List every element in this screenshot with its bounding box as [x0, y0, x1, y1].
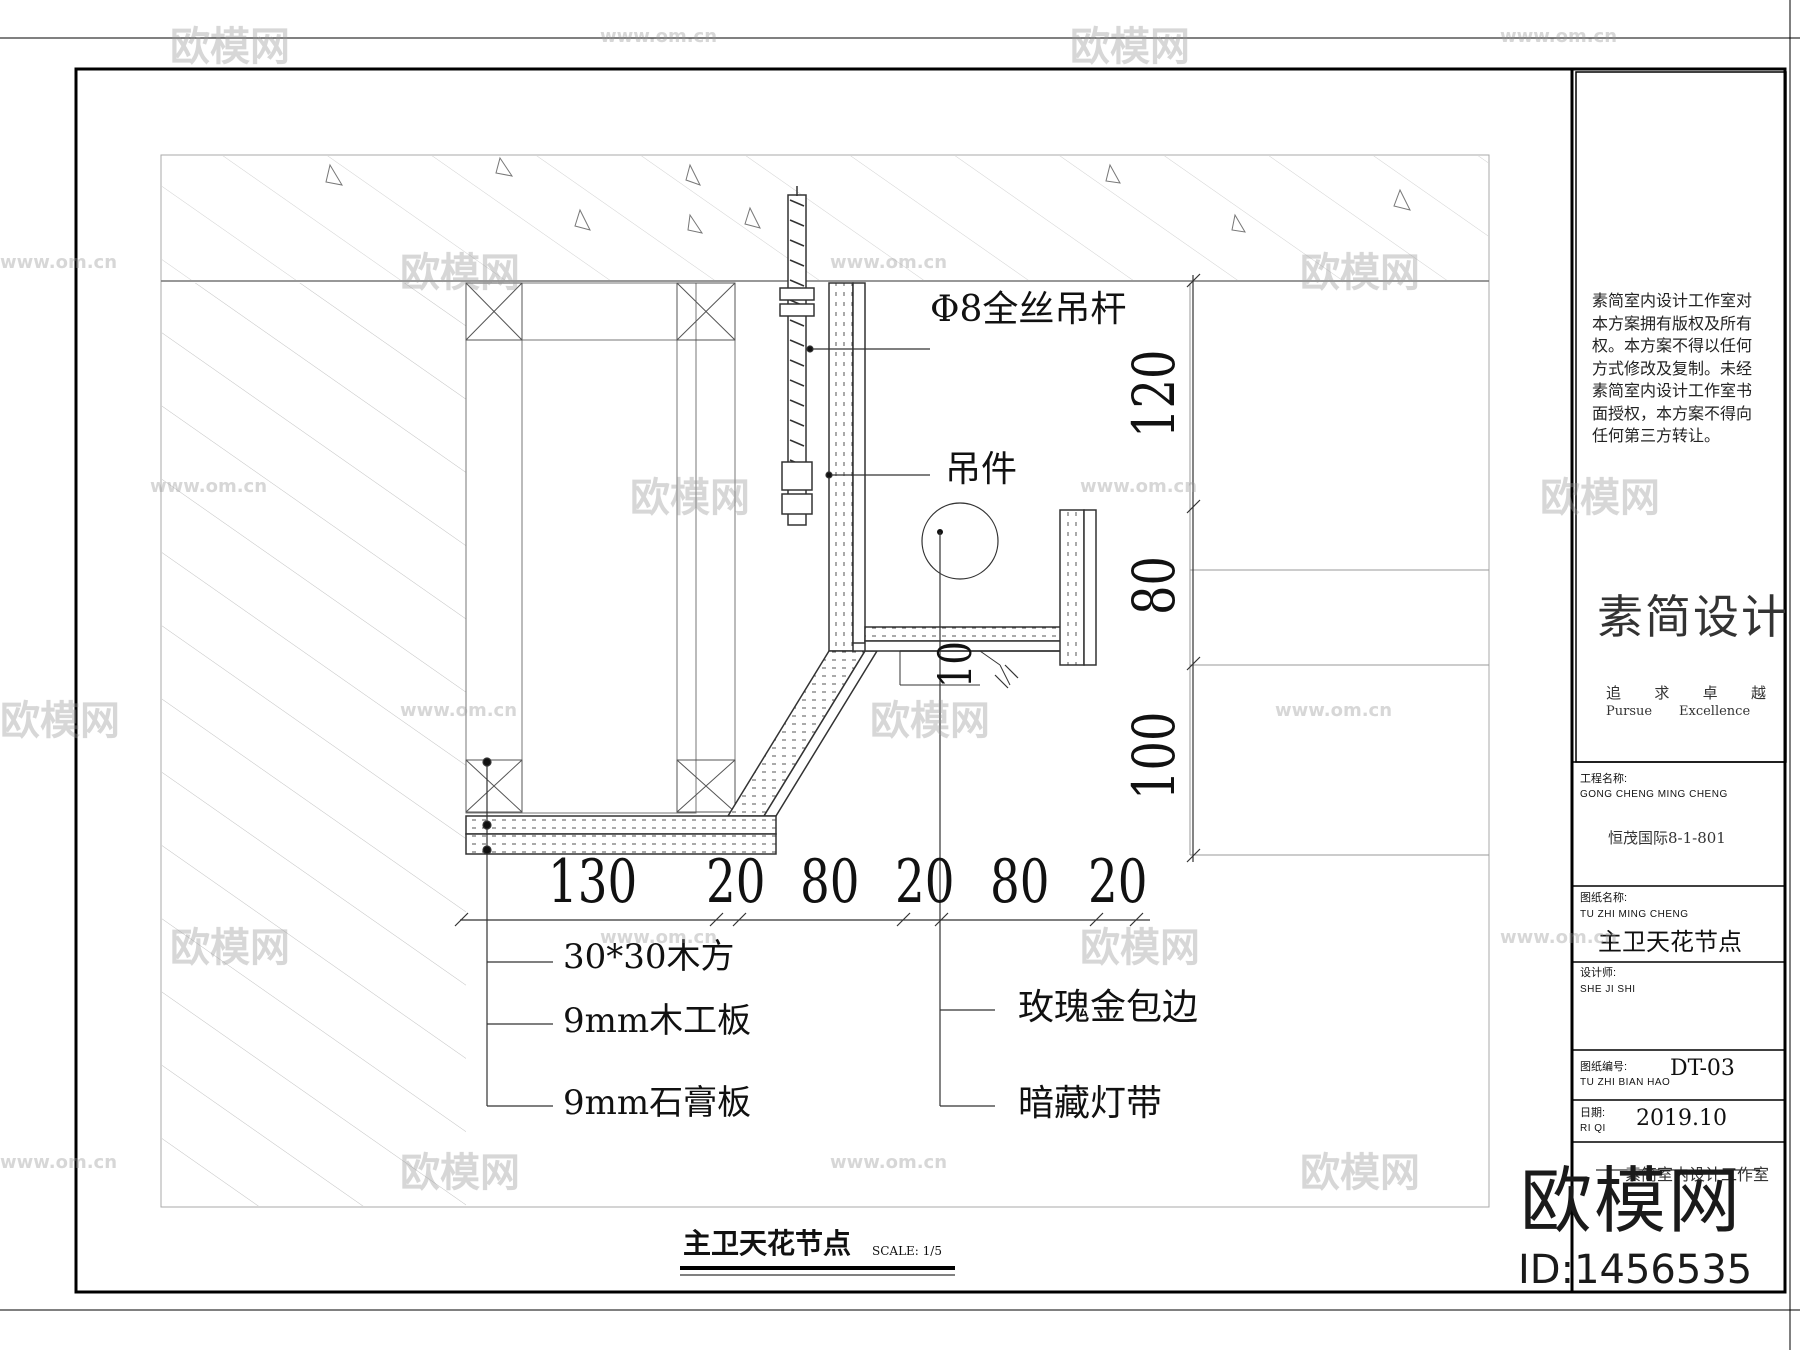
drawing-label-cn: 图纸名称: — [1580, 892, 1628, 904]
dim-100: 100 — [1120, 711, 1188, 800]
slogan-en-1: Pursue — [1606, 704, 1653, 719]
blockboard-label: 9mm木工板 — [563, 1001, 752, 1041]
dim-80-a: 80 — [800, 847, 860, 917]
dim-80-v: 80 — [1120, 555, 1188, 615]
watermark-stamp-id: ID:1456535 — [1518, 1247, 1753, 1293]
detail-area — [160, 154, 1490, 1208]
designer-label-cn: 设计师: — [1580, 967, 1617, 979]
dimension-lines — [454, 273, 1201, 927]
project-value: 恒茂国际8-1-801 — [1608, 829, 1726, 847]
drawing-value: 主卫天花节点 — [1598, 928, 1742, 956]
project-label-en: GONG CHENG MING CHENG — [1580, 789, 1728, 800]
wood-square-label: 30*30木方 — [563, 937, 735, 977]
drawing-label-en: TU ZHI MING CHENG — [1580, 909, 1689, 920]
hidden-light-label: 暗藏灯带 — [1018, 1083, 1163, 1124]
copyright-notice: 素简室内设计工作室对 本方案拥有版权及所有 权。本方案不得以任何 方式修改及复制… — [1592, 291, 1753, 445]
studio-name: 素简室内设计工作室 — [1625, 1165, 1770, 1184]
dim-80-b: 80 — [990, 847, 1050, 917]
title-block-lines — [1572, 761, 1786, 1171]
dim-20-a: 20 — [706, 847, 766, 917]
dim-120: 120 — [1120, 349, 1188, 438]
dim-10: 10 — [928, 641, 982, 688]
brand-name: 素简设计 — [1597, 590, 1789, 644]
dim-130: 130 — [548, 847, 638, 917]
dim-20-c: 20 — [1088, 847, 1148, 917]
rose-gold-edge-label: 玫瑰金包边 — [1018, 987, 1199, 1028]
project-label-cn: 工程名称: — [1580, 773, 1628, 785]
slogan-en-2: Excellence — [1679, 704, 1751, 719]
watermark-stamp-logo: 欧模网 — [1520, 1159, 1743, 1243]
hanger-label: 吊件 — [945, 449, 1018, 490]
rod-label: Φ8全丝吊杆 — [930, 289, 1127, 330]
gypsum-label: 9mm石膏板 — [563, 1083, 752, 1123]
slogan-cn: 追 求 卓 越 — [1606, 684, 1766, 702]
leader-lines — [482, 345, 995, 1107]
date-value: 2019.10 — [1636, 1106, 1727, 1131]
dim-20-b: 20 — [895, 847, 955, 917]
number-label-en: TU ZHI BIAN HAO — [1580, 1077, 1671, 1088]
drawing-scale: SCALE: 1/5 — [872, 1244, 942, 1258]
number-label-cn: 图纸编号: — [1580, 1061, 1628, 1073]
designer-label-en: SHE JI SHI — [1580, 984, 1636, 995]
date-label-en: RI QI — [1580, 1123, 1606, 1134]
date-label-cn: 日期: — [1580, 1107, 1606, 1119]
number-value: DT-03 — [1670, 1056, 1735, 1081]
drawing-caption: 主卫天花节点 — [683, 1227, 852, 1260]
